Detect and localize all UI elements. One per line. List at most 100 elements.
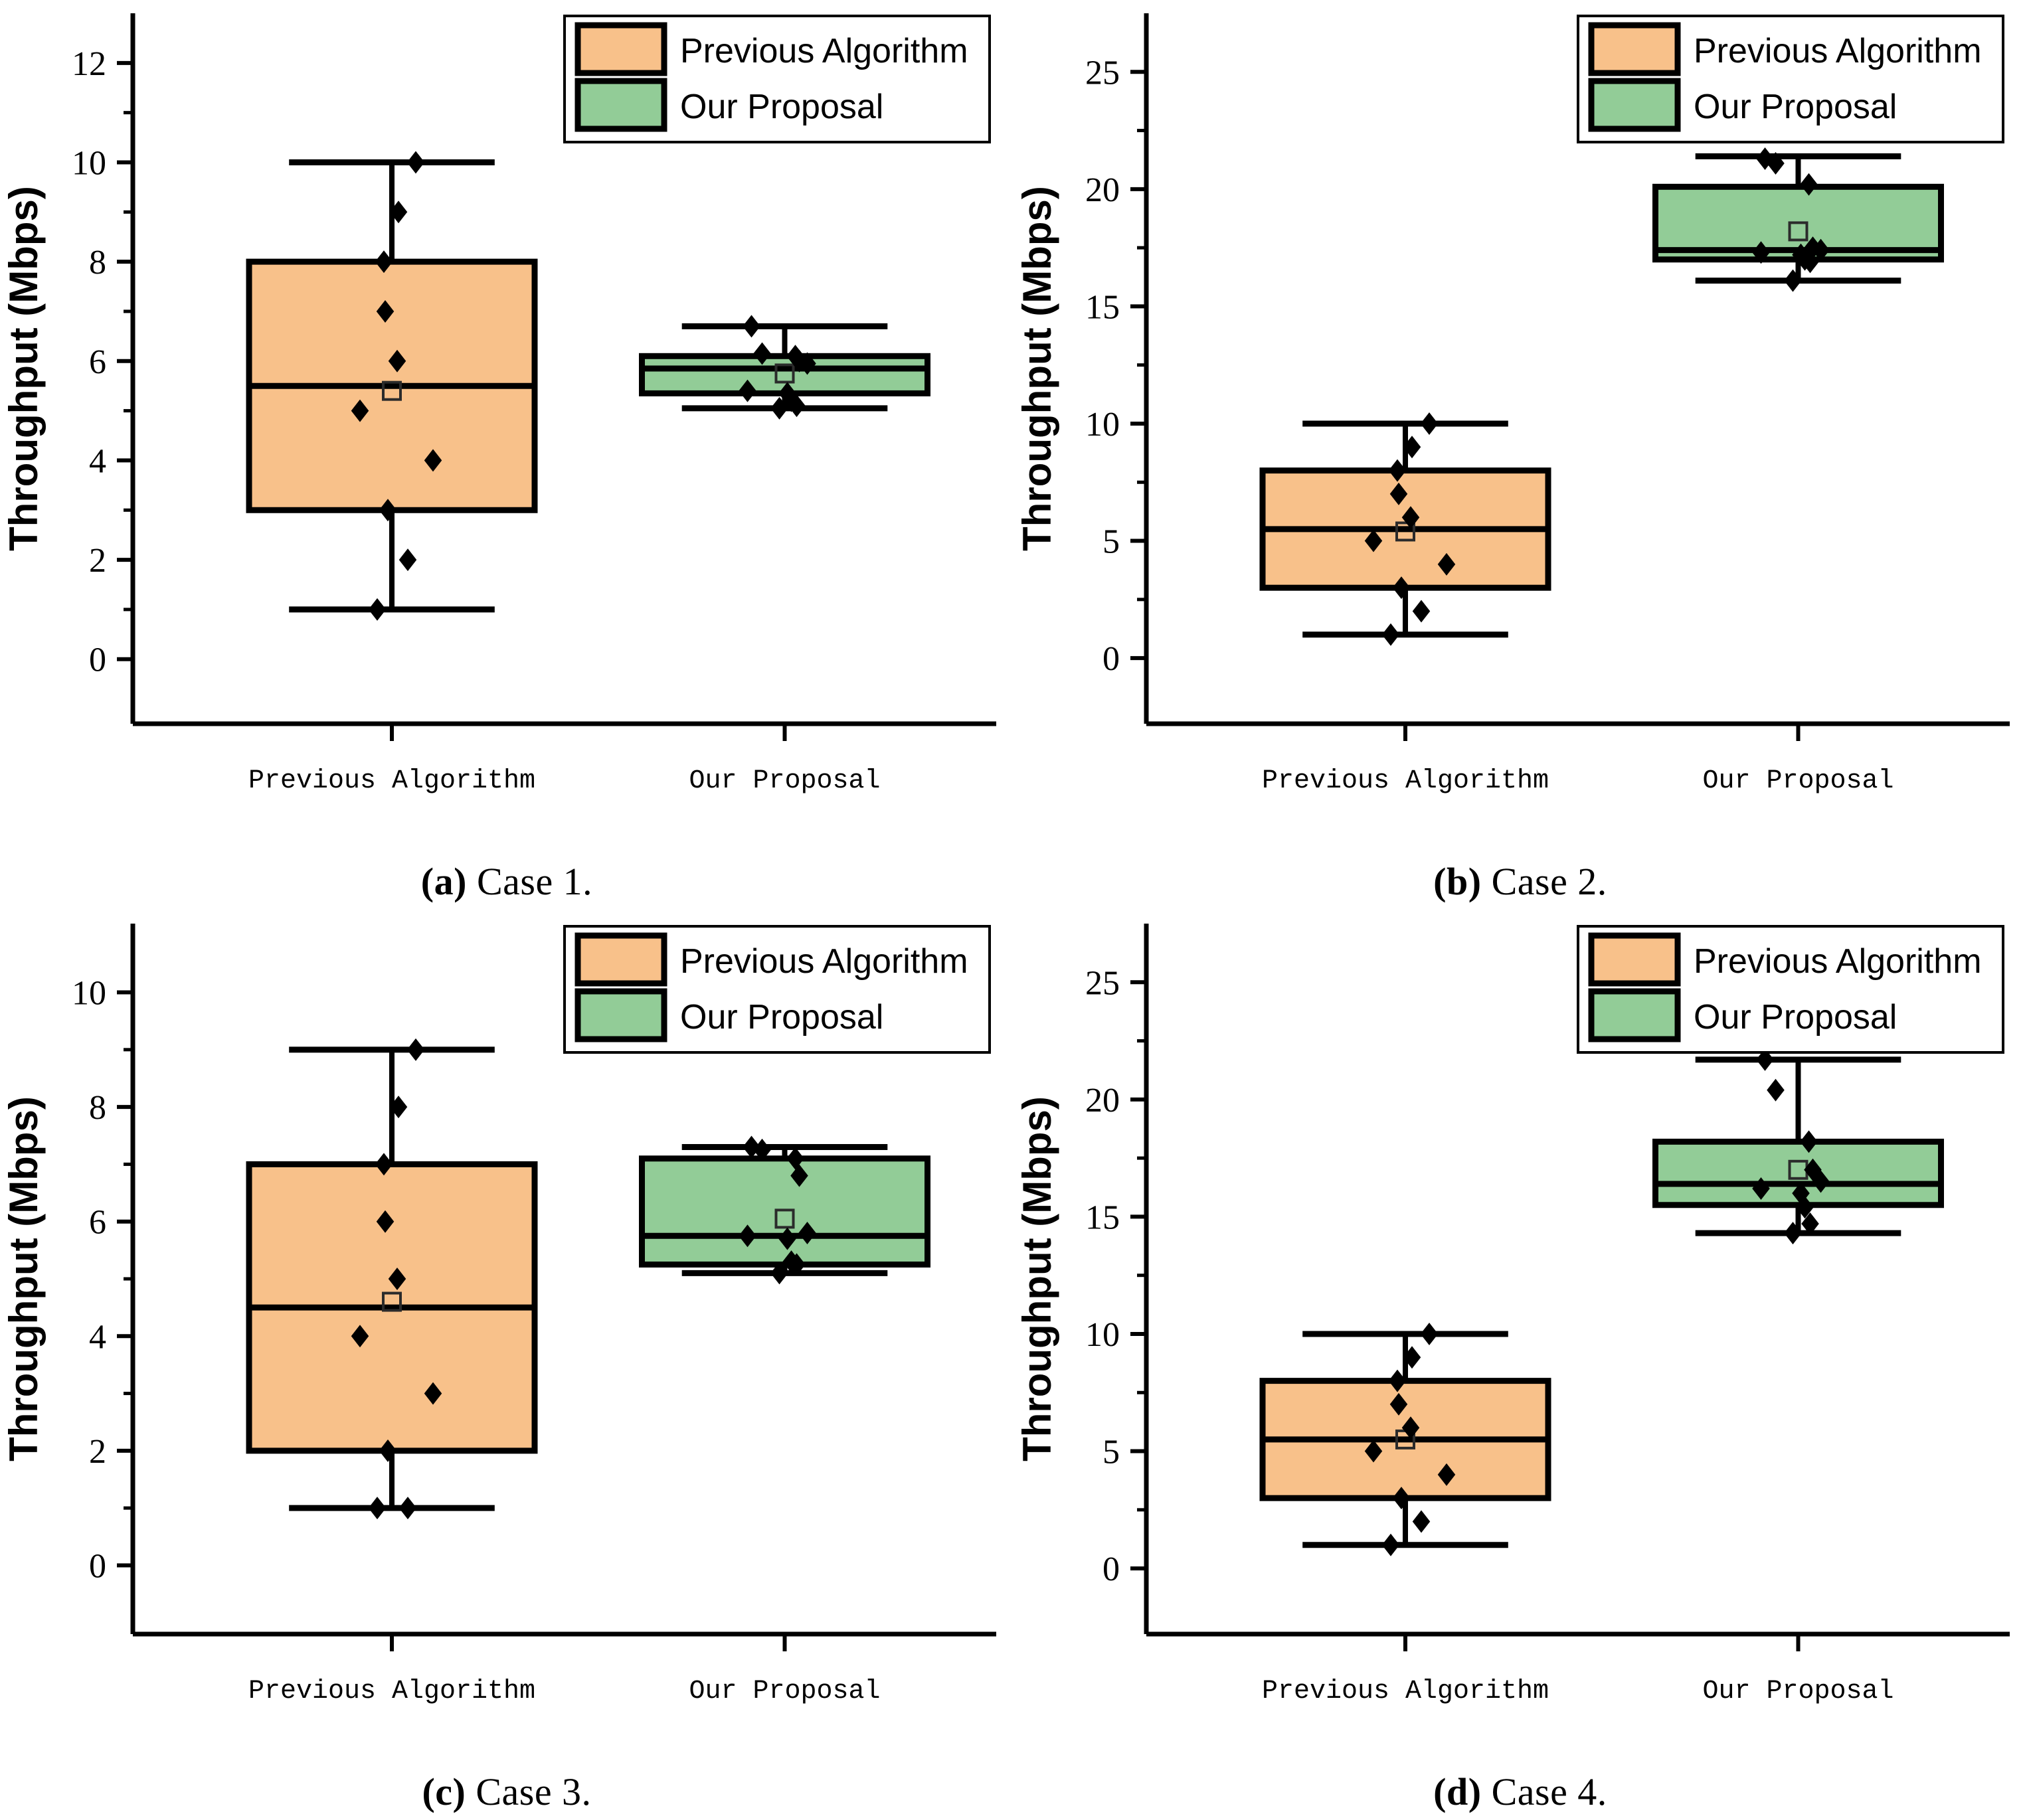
x-tick-label: Our Proposal — [689, 766, 880, 796]
data-point-diamond — [1796, 1195, 1814, 1218]
data-point-diamond — [1403, 436, 1421, 459]
y-tick-label: 4 — [89, 1318, 106, 1356]
legend-swatch-previous-algorithm — [1588, 22, 1681, 76]
data-point-diamond — [389, 1095, 408, 1118]
legend-label: Our Proposal — [1694, 998, 1897, 1036]
y-tick-label: 10 — [1085, 1315, 1120, 1353]
data-point-diamond — [1364, 1440, 1383, 1463]
data-point-diamond — [739, 1224, 756, 1247]
data-point-diamond — [1392, 576, 1411, 600]
data-point-diamond — [798, 352, 816, 375]
y-tick-label: 6 — [89, 1203, 106, 1241]
data-point-diamond — [1420, 412, 1439, 435]
data-point-diamond — [1389, 1392, 1408, 1416]
x-tick-label: Our Proposal — [1702, 1677, 1894, 1706]
data-point-diamond — [368, 598, 387, 621]
x-tick-label: Previous Algorithm — [1262, 1677, 1549, 1706]
y-axis-label: Throughput (Mbps) — [1, 1096, 46, 1461]
data-point-diamond — [406, 151, 425, 174]
y-tick-label: 15 — [1085, 288, 1120, 326]
legend-swatch-our-proposal — [1588, 78, 1681, 132]
legend-swatch-our-proposal — [574, 988, 667, 1042]
y-tick-label: 10 — [72, 144, 106, 182]
panel-d-caption: (d) Case 4. — [1014, 1770, 2027, 1814]
data-point-diamond — [379, 1439, 397, 1462]
y-tick-label: 6 — [89, 343, 106, 381]
data-point-diamond — [1800, 1129, 1818, 1153]
data-point-diamond — [753, 1138, 771, 1161]
y-tick-label: 8 — [89, 244, 106, 282]
data-point-diamond — [1412, 1509, 1431, 1532]
data-point-diamond — [1756, 1048, 1774, 1071]
data-point-diamond — [1752, 241, 1770, 264]
box-group-previous-algorithm — [246, 151, 538, 621]
box-group-previous-algorithm — [246, 1038, 538, 1519]
legend-label: Previous Algorithm — [1694, 942, 1982, 981]
data-point-diamond — [1784, 269, 1802, 292]
y-tick-label: 4 — [89, 442, 106, 480]
y-tick-label: 5 — [1102, 523, 1120, 561]
data-point-diamond — [753, 342, 771, 365]
legend-label: Previous Algorithm — [680, 942, 968, 981]
data-point-diamond — [1437, 1463, 1456, 1486]
legend-swatch-previous-algorithm — [1588, 932, 1681, 986]
mean-marker — [774, 363, 795, 384]
y-axis-label: Throughput (Mbps) — [1015, 1096, 1059, 1461]
panel-d-caption-text: Case 4. — [1491, 1770, 1607, 1813]
x-tick-label: Previous Algorithm — [1262, 766, 1549, 796]
data-point-diamond — [376, 299, 395, 323]
data-point-diamond — [1752, 1177, 1770, 1200]
y-tick-label: 10 — [1085, 406, 1120, 444]
data-point-diamond — [398, 548, 417, 572]
panel-c-caption-text: Case 3. — [476, 1770, 592, 1813]
data-point-diamond — [1800, 173, 1818, 196]
data-point-diamond — [1812, 1169, 1830, 1193]
legend-swatch-our-proposal — [1588, 988, 1681, 1042]
mean-marker — [382, 380, 402, 401]
legend-label: Our Proposal — [680, 998, 883, 1036]
data-point-diamond — [351, 399, 369, 422]
mean-marker — [382, 1291, 402, 1312]
data-point-diamond — [1437, 552, 1456, 576]
x-tick-label: Previous Algorithm — [248, 1677, 535, 1706]
data-point-diamond — [1784, 1221, 1802, 1244]
y-tick-label: 12 — [72, 45, 106, 83]
data-point-diamond — [1767, 152, 1785, 175]
data-point-diamond — [389, 201, 408, 224]
data-point-diamond — [788, 394, 806, 418]
y-tick-label: 0 — [1102, 1550, 1120, 1588]
data-point-diamond — [1420, 1322, 1439, 1345]
data-point-diamond — [739, 379, 756, 402]
data-point-diamond — [1389, 482, 1408, 505]
x-tick-label: Our Proposal — [689, 1677, 880, 1706]
data-point-diamond — [1801, 1212, 1819, 1235]
data-point-diamond — [1388, 1369, 1407, 1392]
data-point-diamond — [1812, 238, 1830, 262]
panel-c-caption-label: (c) — [422, 1770, 466, 1813]
legend-label: Previous Algorithm — [680, 32, 968, 70]
data-point-diamond — [788, 1252, 806, 1276]
panel-a-caption: (a) Case 1. — [0, 859, 1014, 904]
box-group-our-proposal — [639, 1135, 930, 1284]
panel-c-caption: (c) Case 3. — [0, 1770, 1014, 1814]
data-point-diamond — [424, 1382, 442, 1405]
y-tick-label: 10 — [72, 974, 106, 1012]
x-tick-label: Our Proposal — [1702, 766, 1894, 796]
panel-a-caption-label: (a) — [420, 860, 467, 903]
legend-swatch-previous-algorithm — [574, 22, 667, 76]
x-tick-label: Previous Algorithm — [248, 766, 535, 796]
data-point-diamond — [790, 1164, 808, 1187]
data-point-diamond — [1403, 1345, 1421, 1368]
y-axis-label: Throughput (Mbps) — [1, 186, 46, 551]
y-tick-label: 15 — [1085, 1199, 1120, 1236]
